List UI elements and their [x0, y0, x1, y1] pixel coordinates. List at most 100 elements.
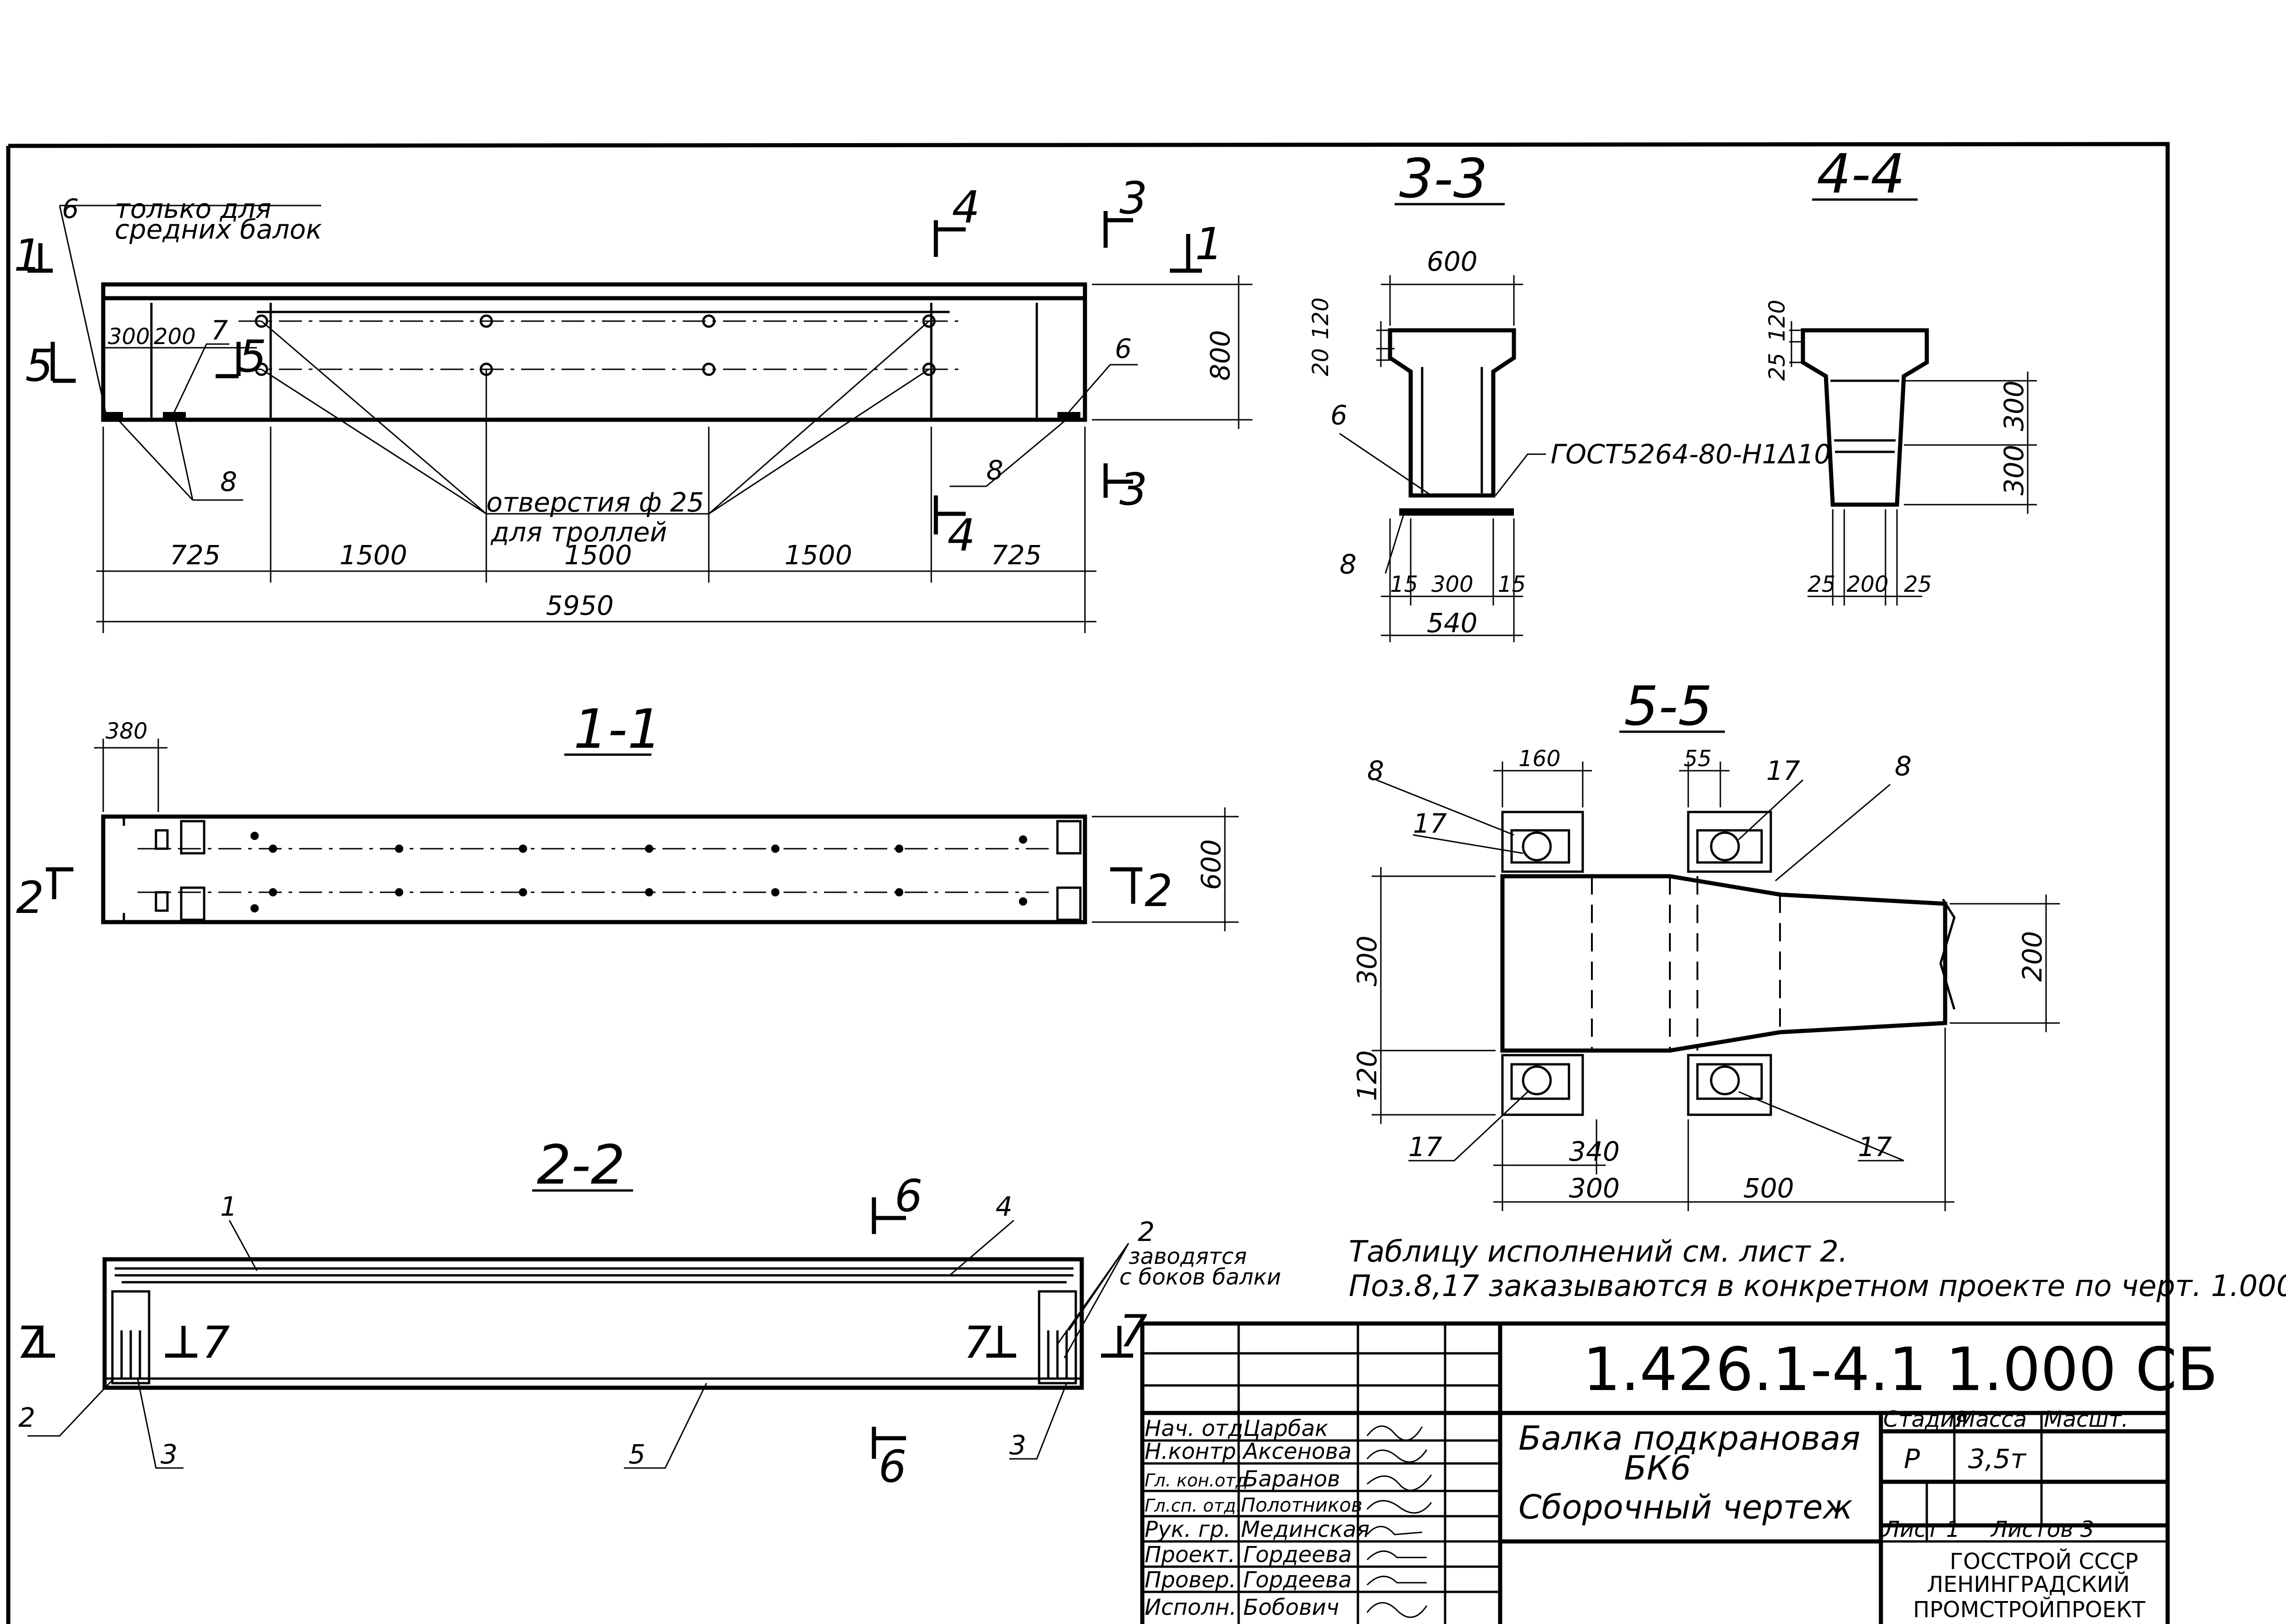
- s22-label-5: 5: [629, 1439, 645, 1470]
- section-5-5: 5-5 8 8 17 17 17 17 160 55 300: [1352, 674, 2060, 1211]
- dim-1500-a: 1500: [339, 539, 407, 571]
- cut-3-top: 3: [1119, 172, 1147, 224]
- tb-org-1: ГОССТРОЙ СССР: [1950, 1548, 2138, 1574]
- tb-mass-label: Масса: [1957, 1407, 2027, 1432]
- dim-300: 300: [108, 324, 150, 350]
- s55-dim-160: 160: [1518, 746, 1561, 772]
- cut-1-right: 1: [1195, 218, 1223, 270]
- s33-dim-540: 540: [1427, 607, 1478, 639]
- section-3-3-title: 3-3: [1399, 147, 1488, 210]
- cut-7-right-a: 7: [963, 1317, 991, 1368]
- tb-signatures: [1366, 1425, 1432, 1618]
- tb-person-3: Баранов: [1243, 1466, 1340, 1492]
- holes-note-2: для троллей: [490, 517, 667, 548]
- s44-dim-200: 200: [1847, 572, 1889, 597]
- note-middle-beams: средних балок: [115, 214, 322, 245]
- note-order-positions: Поз.8,17 заказываются в конкретном проек…: [1349, 1269, 2286, 1303]
- s44-dim-25-right: 25: [1904, 572, 1932, 597]
- cut-2-right: 2: [1145, 865, 1173, 917]
- note-table-reference: Таблицу исполнений см. лист 2.: [1349, 1235, 1848, 1269]
- trolley-holes: [255, 314, 936, 376]
- s55-dim-200: 200: [2017, 931, 2048, 982]
- s33-gost: ГОСТ5264-80-Н1Δ10: [1551, 439, 1831, 470]
- note-pos-6: 6: [62, 193, 79, 224]
- s22-label-2-right: 2: [1138, 1216, 1155, 1247]
- tb-role-3: Гл. кон.отд.: [1145, 1470, 1253, 1491]
- tb-role-2: Н.контр.: [1145, 1439, 1243, 1464]
- tb-role-7: Провер.: [1145, 1567, 1236, 1593]
- cut-5-mid: 5: [239, 331, 267, 382]
- dim-725-left: 725: [170, 539, 221, 571]
- tb-person-4: Полотников: [1241, 1494, 1363, 1516]
- note-only-for: только для: [115, 193, 272, 224]
- section-4-4-title: 4-4: [1817, 142, 1905, 206]
- tb-person-8: Бобович: [1243, 1595, 1339, 1620]
- s55-dim-120: 120: [1352, 1050, 1383, 1101]
- tb-mass: 3,5т: [1968, 1443, 2027, 1474]
- label-pos-8-left: 8: [220, 466, 237, 497]
- tb-sheet: Лист 1: [1882, 1517, 1960, 1542]
- s55-label-17-a: 17: [1413, 808, 1447, 839]
- cut-4-top: 4: [952, 182, 980, 233]
- s44-dim-25: 25: [1764, 353, 1790, 381]
- tb-name-1: Балка подкрановая: [1518, 1419, 1860, 1457]
- s55-dim-300b: 300: [1569, 1173, 1620, 1204]
- s55-dim-300: 300: [1352, 935, 1383, 986]
- section-2-2-title: 2-2: [537, 1133, 625, 1196]
- s44-dim-120: 120: [1764, 300, 1790, 342]
- label-pos-6-right: 6: [1115, 333, 1132, 364]
- s55-label-8-right: 8: [1895, 751, 1912, 782]
- tb-person-1: Царбак: [1243, 1416, 1328, 1441]
- s11-dim-380: 380: [106, 718, 148, 744]
- cut-4-bottom: 4: [947, 510, 975, 561]
- section-3-3-outline: [1388, 328, 1516, 498]
- title-block: 1.426.1-4.1 1.000 СБ Балка подкрановая Б…: [1140, 1321, 2218, 1624]
- s44-dim-300-b: 300: [1998, 445, 2030, 495]
- dim-1500-b: 1500: [564, 539, 632, 571]
- label-pos-7: 7: [211, 315, 228, 346]
- section-4-4-outline: [1801, 328, 1929, 507]
- dim-800: 800: [1205, 330, 1236, 381]
- s22-note-2: с боков балки: [1119, 1264, 1281, 1290]
- s22-label-1: 1: [220, 1191, 237, 1222]
- tb-role-6: Проект.: [1145, 1542, 1235, 1568]
- tb-role-4: Гл.сп. отд.: [1145, 1496, 1241, 1516]
- s33-dim-300: 300: [1431, 572, 1474, 597]
- section-5-5-plates: [1501, 811, 1772, 1116]
- s55-label-17-d: 17: [1858, 1131, 1892, 1162]
- s33-dim-120: 120: [1308, 297, 1334, 339]
- s55-label-8-left: 8: [1367, 755, 1384, 786]
- s22-label-4: 4: [996, 1191, 1012, 1222]
- section-1-1-holes: [250, 832, 1027, 912]
- tb-person-5: Мединская: [1241, 1517, 1369, 1542]
- tb-role-5: Рук. гр.: [1145, 1517, 1231, 1542]
- s11-dim-600: 600: [1196, 839, 1227, 890]
- s22-note-1: заводятся: [1129, 1244, 1247, 1269]
- tb-person-6: Гордеева: [1243, 1542, 1352, 1568]
- s55-label-17-c: 17: [1408, 1131, 1442, 1162]
- cut-7-left-b: 7: [202, 1317, 230, 1368]
- s33-dim-15-left: 15: [1390, 572, 1418, 597]
- s22-label-3-right: 3: [1009, 1429, 1026, 1461]
- dim-1500-c: 1500: [784, 539, 852, 571]
- section-2-2: 2-2 1 4 2 заводятся с боков балки 2 3 5 …: [16, 1133, 1281, 1492]
- tb-name-3: Сборочный чертеж: [1518, 1488, 1852, 1526]
- tb-role-8: Исполн.: [1145, 1595, 1236, 1620]
- s22-label-3-left: 3: [161, 1439, 178, 1470]
- cut-6-top: 6: [895, 1170, 923, 1222]
- sheet-frame: [6, 142, 2170, 1624]
- s33-label-8: 8: [1340, 549, 1357, 580]
- tb-role-1: Нач. отд.: [1145, 1416, 1250, 1441]
- section-1-1-title: 1-1: [573, 697, 662, 761]
- cut-6-bottom: 6: [879, 1441, 907, 1492]
- tb-stage: Р: [1904, 1443, 1920, 1474]
- s33-dim-600: 600: [1427, 246, 1478, 277]
- tb-person-7: Гордеева: [1243, 1567, 1352, 1593]
- tb-stage-label: Стадия: [1883, 1407, 1968, 1432]
- s55-label-17-b: 17: [1766, 755, 1800, 786]
- s55-dim-340: 340: [1569, 1136, 1620, 1167]
- dim-5950: 5950: [546, 590, 614, 621]
- cut-3-bottom: 3: [1119, 464, 1147, 515]
- tb-name-2: БК6: [1624, 1449, 1691, 1487]
